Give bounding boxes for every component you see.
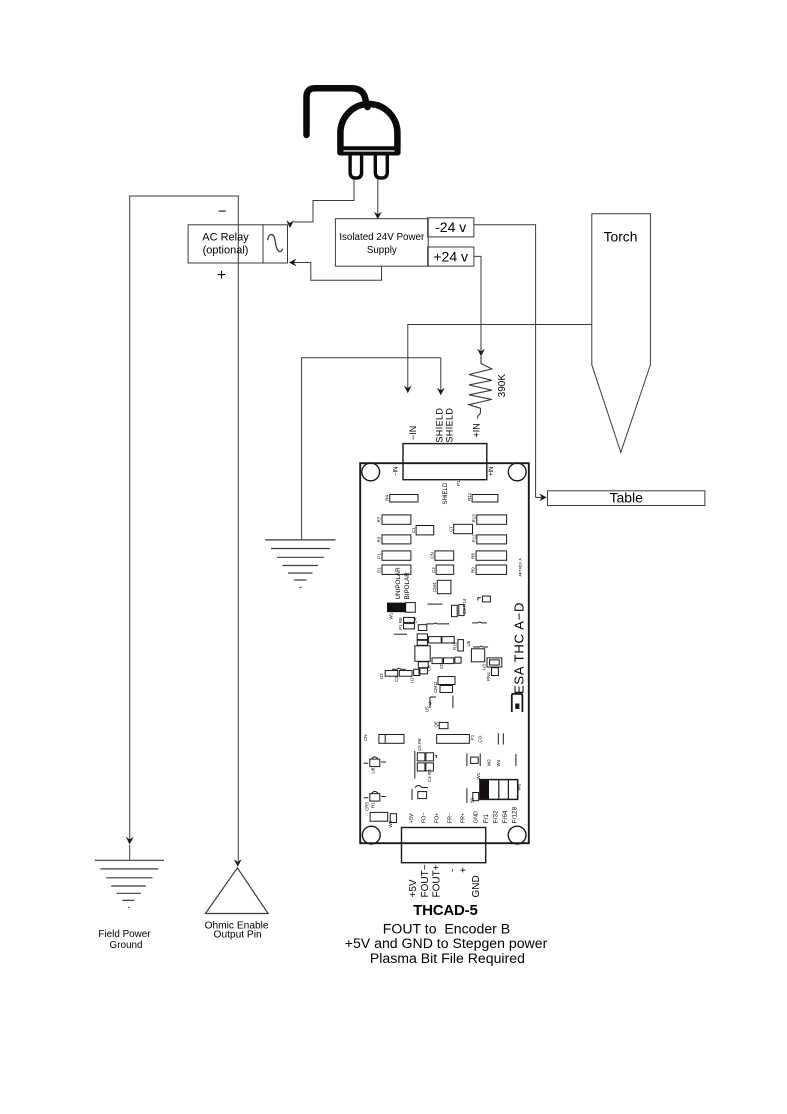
svg-text:+: + [459, 867, 470, 873]
svg-text:F/64: F/64 [502, 810, 509, 823]
svg-text:W1: W1 [389, 612, 394, 619]
svg-text:+: + [217, 267, 226, 284]
svg-text:+IN: +IN [489, 466, 495, 476]
svg-text:+IN: +IN [472, 423, 482, 437]
svg-text:C1: C1 [411, 527, 416, 533]
svg-text:SHIELD: SHIELD [435, 408, 445, 443]
svg-text:U3: U3 [482, 664, 487, 670]
svg-text:C2: C2 [431, 567, 436, 573]
svg-text:−IN: −IN [394, 466, 400, 476]
svg-text:F/1: F/1 [483, 814, 490, 824]
svg-text:R13: R13 [471, 514, 476, 523]
svg-text:W5: W5 [388, 820, 393, 827]
svg-text:FR−: FR− [447, 813, 453, 823]
svg-text:W5: W5 [517, 783, 522, 790]
svg-text:SHIELD: SHIELD [443, 482, 449, 504]
svg-text:C9 R14: C9 R14 [462, 598, 467, 614]
svg-text:THCAD-5: THCAD-5 [413, 902, 477, 919]
svg-text:GND: GND [473, 811, 479, 823]
svg-text:ART REV. A: ART REV. A [519, 558, 523, 577]
svg-text:Table: Table [609, 490, 643, 506]
svg-text:SHIELD: SHIELD [444, 408, 454, 443]
svg-text:-: - [448, 869, 459, 872]
svg-text:P1: P1 [377, 553, 382, 559]
svg-text:R4: R4 [385, 494, 390, 500]
svg-text:+5V and GND to Stepgen power: +5V and GND to Stepgen power [345, 935, 548, 951]
svg-text:−IN: −IN [408, 426, 418, 440]
svg-text:BIPOLAR: BIPOLAR [404, 572, 411, 600]
svg-text:CM11: CM11 [433, 681, 438, 693]
svg-text:CM4: CM4 [432, 582, 437, 592]
svg-text:Plasma Bit File Required: Plasma Bit File Required [370, 950, 525, 966]
svg-text:U2: U2 [410, 677, 415, 683]
svg-text:W1: W1 [476, 772, 481, 779]
svg-text:FOUT−: FOUT− [420, 864, 431, 897]
svg-text:Ground: Ground [110, 940, 143, 951]
svg-text:U5: U5 [425, 706, 430, 712]
svg-text:U8: U8 [371, 767, 376, 773]
svg-text:W2: W2 [487, 759, 492, 766]
svg-text:(optional): (optional) [203, 245, 249, 257]
svg-text:P1: P1 [456, 480, 461, 486]
svg-text:PN4: PN4 [486, 672, 491, 681]
svg-text:FO−: FO− [422, 813, 428, 824]
svg-text:C7: C7 [448, 526, 453, 532]
svg-text:Field Power: Field Power [98, 929, 151, 940]
svg-text:CR5: CR5 [365, 802, 370, 811]
svg-text:Q6: Q6 [434, 721, 439, 728]
svg-text:Ohmic Enable: Ohmic Enable [205, 920, 269, 931]
svg-text:ESA THC A−D: ESA THC A−D [512, 602, 527, 694]
svg-text:R3: R3 [377, 536, 382, 542]
svg-text:R9: R9 [471, 567, 476, 573]
svg-text:CN: CN [363, 735, 368, 742]
svg-text:CO.: CO. [478, 734, 483, 742]
svg-text:390K: 390K [497, 374, 508, 398]
svg-text:Supply: Supply [367, 245, 397, 256]
svg-text:Output Pin: Output Pin [214, 929, 262, 940]
svg-text:D4: D4 [413, 617, 418, 623]
svg-text:F1: F1 [470, 734, 475, 740]
svg-text:R11: R11 [467, 492, 472, 500]
svg-text:+24 v: +24 v [433, 248, 468, 264]
svg-text:+5V: +5V [409, 813, 415, 823]
svg-text:C8: C8 [427, 665, 432, 671]
svg-text:FOUT+: FOUT+ [432, 864, 443, 897]
svg-text:50: 50 [470, 797, 475, 803]
svg-text:CN: CN [430, 552, 435, 559]
svg-text:F/32: F/32 [493, 810, 500, 823]
svg-text:R7: R7 [377, 516, 382, 522]
svg-text:U6: U6 [466, 640, 471, 646]
svg-text:+5V: +5V [408, 879, 419, 897]
svg-text:-24 v: -24 v [435, 219, 466, 235]
svg-text:FOUT to Encoder B: FOUT to Encoder B [383, 920, 510, 936]
svg-text:P1 R6: P1 R6 [398, 617, 403, 630]
svg-text:R15: R15 [452, 641, 457, 650]
svg-text:F/128: F/128 [511, 806, 518, 823]
svg-text:C4 R6: C4 R6 [427, 769, 432, 782]
svg-text:Torch: Torch [604, 230, 638, 245]
svg-text:C5 P6: C5 P6 [417, 738, 422, 751]
svg-text:FO+: FO+ [435, 813, 441, 824]
svg-text:UNIPOLAR: UNIPOLAR [395, 567, 402, 600]
svg-text:D1: D1 [377, 567, 382, 573]
svg-text:FR+: FR+ [460, 813, 466, 823]
svg-text:Isolated 24V Power: Isolated 24V Power [339, 232, 425, 243]
svg-text:R8: R8 [471, 553, 476, 559]
svg-text:W4: W4 [496, 759, 501, 766]
svg-text:C0: C0 [439, 663, 444, 669]
svg-text:R1: R1 [371, 802, 376, 808]
svg-text:GND: GND [471, 875, 482, 897]
svg-text:AC Relay: AC Relay [202, 232, 249, 244]
svg-text:C3: C3 [394, 676, 399, 682]
svg-text:D2: D2 [379, 673, 384, 679]
svg-text:−: − [218, 204, 226, 220]
svg-text:R12: R12 [471, 534, 476, 543]
